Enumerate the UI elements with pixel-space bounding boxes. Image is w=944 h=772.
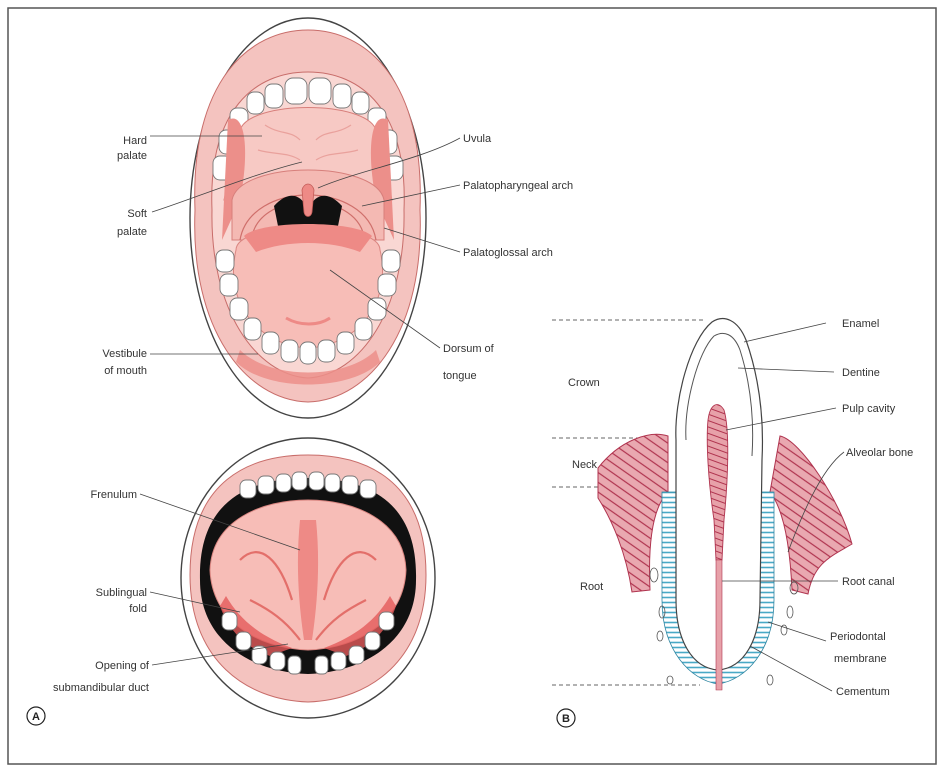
label-sublingual-1: Sublingual bbox=[96, 587, 147, 599]
root-canal bbox=[716, 560, 722, 690]
svg-text:A: A bbox=[32, 711, 40, 723]
label-vestibule-1: Vestibule bbox=[102, 348, 147, 360]
panel-a-marker: A bbox=[27, 707, 45, 725]
label-crown: Crown bbox=[568, 377, 600, 389]
panel-b-marker: B bbox=[557, 709, 575, 727]
label-cementum: Cementum bbox=[836, 686, 890, 698]
tongue-underside-illustration bbox=[181, 438, 435, 718]
label-periodontal-2: membrane bbox=[834, 653, 887, 665]
label-dorsum-2: tongue bbox=[443, 370, 477, 382]
label-root: Root bbox=[580, 581, 603, 593]
label-vestibule-2: of mouth bbox=[104, 365, 147, 377]
alveolar-bone-left bbox=[598, 434, 668, 592]
label-periodontal-1: Periodontal bbox=[830, 631, 886, 643]
label-hard-palate-1: Hard bbox=[123, 135, 147, 147]
svg-text:B: B bbox=[562, 713, 570, 725]
label-palatopharyngeal-arch: Palatopharyngeal arch bbox=[463, 180, 573, 192]
label-sublingual-2: fold bbox=[129, 603, 147, 615]
label-root-canal: Root canal bbox=[842, 576, 895, 588]
label-submandibular-2: submandibular duct bbox=[53, 682, 149, 694]
label-hard-palate-2: palate bbox=[117, 150, 147, 162]
label-palatoglossal-arch: Palatoglossal arch bbox=[463, 247, 553, 259]
figure-border bbox=[8, 8, 936, 764]
uvula bbox=[302, 184, 314, 217]
tooth-section-illustration bbox=[552, 319, 852, 690]
label-neck: Neck bbox=[572, 459, 598, 471]
label-dorsum-1: Dorsum of bbox=[443, 343, 495, 355]
alveolar-bone-right bbox=[770, 436, 852, 594]
label-enamel: Enamel bbox=[842, 318, 879, 330]
open-mouth-illustration bbox=[190, 18, 426, 418]
label-pulp-cavity: Pulp cavity bbox=[842, 403, 896, 415]
label-frenulum: Frenulum bbox=[91, 489, 137, 501]
label-uvula: Uvula bbox=[463, 133, 492, 145]
label-dentine: Dentine bbox=[842, 367, 880, 379]
label-submandibular-1: Opening of bbox=[95, 660, 150, 672]
label-soft-palate-2: palate bbox=[117, 226, 147, 238]
label-alveolar-bone: Alveolar bone bbox=[846, 447, 913, 459]
label-soft-palate-1: Soft bbox=[127, 208, 147, 220]
